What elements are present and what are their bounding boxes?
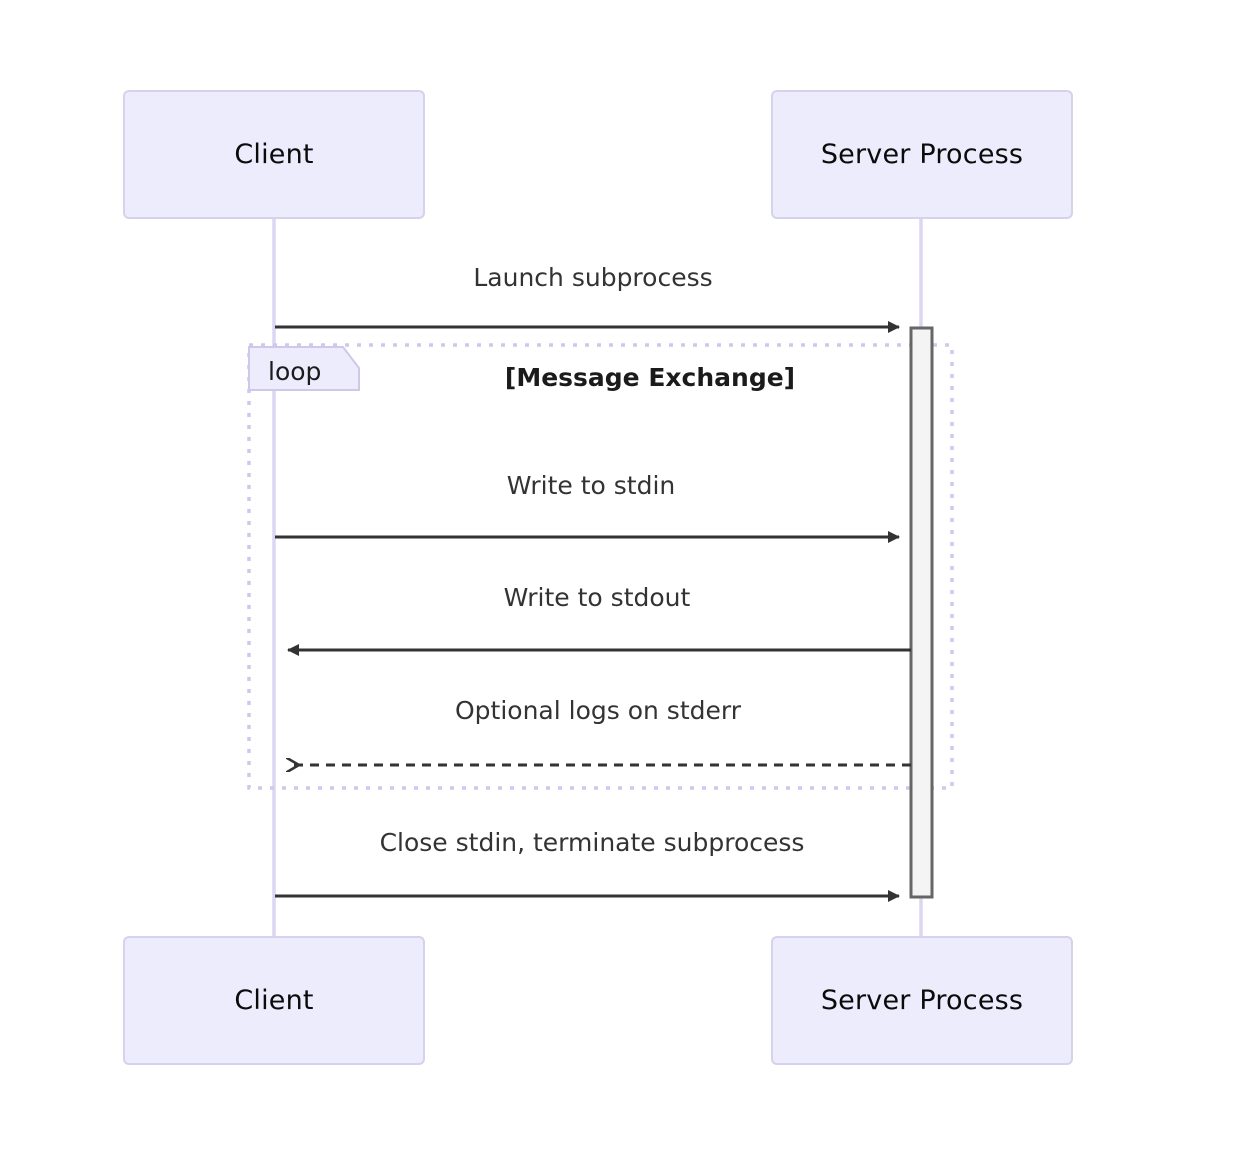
message-label-write-to-stdin: Write to stdin	[506, 471, 676, 500]
actor-box-client-top[interactable]: Client	[123, 90, 425, 219]
loop-tag-shape	[248, 346, 360, 391]
message-label-launch-subprocess: Launch subprocess	[473, 263, 713, 292]
message-label-write-to-stdout: Write to stdout	[503, 583, 691, 612]
loop-fragment-tag-label: loop	[268, 357, 322, 386]
loop-fragment-title: [Message Exchange]	[504, 363, 796, 392]
actor-box-server-top[interactable]: Server Process	[771, 90, 1073, 219]
loop-fragment-box	[247, 343, 954, 790]
message-label-close-stdin-terminate-subprocess: Close stdin, terminate subprocess	[379, 828, 805, 857]
actor-box-server-bottom[interactable]: Server Process	[771, 936, 1073, 1065]
actor-label-client-bottom: Client	[234, 985, 314, 1016]
message-label-optional-logs-on-stderr: Optional logs on stderr	[454, 696, 742, 725]
actor-label-client-top: Client	[234, 139, 314, 170]
actor-label-server-bottom: Server Process	[820, 985, 1024, 1016]
activation-bar-server	[909, 326, 934, 899]
actor-box-client-bottom[interactable]: Client	[123, 936, 425, 1065]
actor-label-server-top: Server Process	[820, 139, 1024, 170]
